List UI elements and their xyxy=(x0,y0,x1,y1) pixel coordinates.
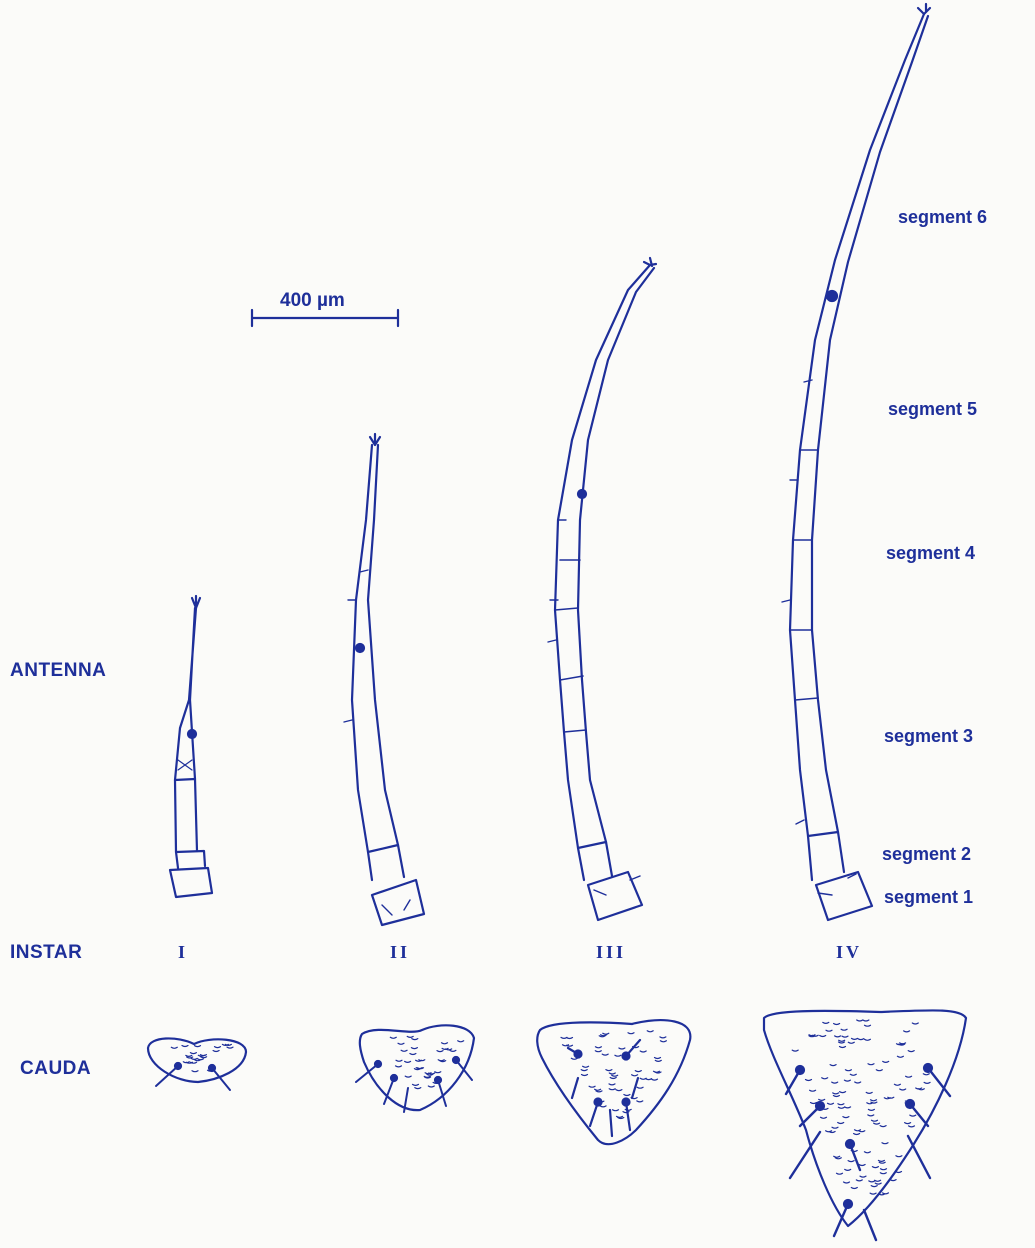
segment-label-1: segment 1 xyxy=(884,887,973,908)
row-label-cauda: CAUDA xyxy=(20,1058,91,1080)
segment-label-3: segment 3 xyxy=(884,726,973,747)
instar-label-2: II xyxy=(390,942,410,963)
antenna-instar-1 xyxy=(170,596,212,897)
segment-label-2: segment 2 xyxy=(882,844,971,865)
instar-label-4: IV xyxy=(836,942,862,963)
instar-label-3: III xyxy=(596,942,626,963)
segment-label-6: segment 6 xyxy=(898,207,987,228)
cauda-instar-3 xyxy=(537,1020,690,1144)
instar-label-1: I xyxy=(178,942,188,963)
antenna-instar-4 xyxy=(782,4,930,920)
scale-bar-label: 400 µm xyxy=(280,290,345,312)
antenna-instar-2 xyxy=(344,434,424,925)
scale-bar xyxy=(252,310,398,326)
antenna-instar-3 xyxy=(548,258,656,920)
segment-label-4: segment 4 xyxy=(886,543,975,564)
cauda-instar-4 xyxy=(764,1010,966,1240)
row-label-antenna: ANTENNA xyxy=(10,660,106,682)
row-label-instar: INSTAR xyxy=(10,942,82,964)
segment-label-5: segment 5 xyxy=(888,399,977,420)
